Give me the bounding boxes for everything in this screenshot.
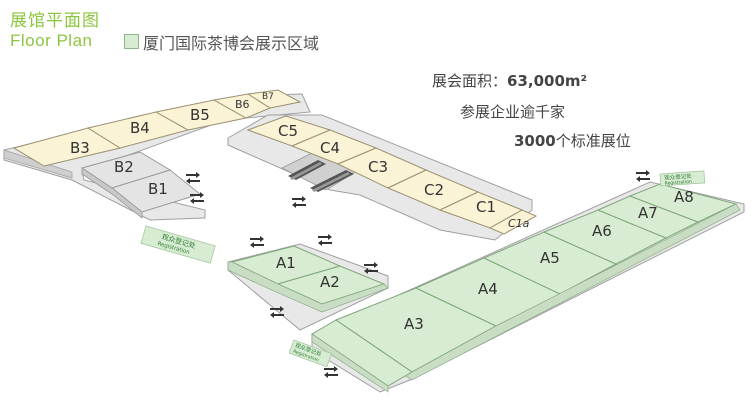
entrance-arrow-a8 (636, 170, 650, 182)
stat-booths: 3000个标准展位 (514, 130, 631, 151)
hall-c2-label: C2 (424, 181, 444, 199)
hall-c4-label: C4 (320, 139, 340, 157)
hall-c3-label: C3 (368, 158, 388, 176)
hall-b2-label: B2 (114, 158, 134, 176)
entrance-arrow-c (292, 196, 306, 208)
hall-b3-label: B3 (70, 139, 90, 157)
stat-booths-number: 3000 (514, 132, 556, 150)
hall-a2-label: A2 (320, 273, 340, 291)
hall-b-block-side (81, 167, 143, 219)
hall-b1-label: B1 (148, 180, 168, 198)
page-title-en: Floor Plan (10, 31, 93, 50)
hall-a7-label: A7 (638, 204, 658, 222)
entrance-arrow-ramp (324, 366, 338, 378)
hall-c5-label: C5 (278, 122, 298, 140)
escalator-left (288, 160, 326, 180)
registration-right-cn: 观众登记处 (664, 172, 692, 182)
stat-area-label: 展会面积： (432, 72, 508, 90)
escalator-right (310, 170, 354, 192)
page-title-cn: 展馆平面图 (10, 11, 100, 31)
hall-a4-label: A4 (478, 280, 498, 298)
registration-sign-left: 观众登记处 Registration (140, 225, 216, 264)
registration-sign-right: 观众登记处 Registration (659, 170, 706, 187)
hall-b7-label: B7 (262, 92, 274, 102)
hall-b6-label: B6 (235, 98, 250, 111)
hall-b4-label: B4 (130, 119, 150, 137)
hall-b5-label: B5 (190, 106, 210, 124)
stat-exhibitors: 参展企业逾千家 (460, 103, 566, 121)
hall-c1a-shape (488, 209, 538, 235)
hall-b7-shape (246, 89, 302, 109)
hall-c1-label: C1 (476, 198, 496, 216)
stat-booths-suffix: 个标准展位 (555, 132, 631, 150)
hall-a3-label: A3 (404, 315, 424, 333)
hall-a5-label: A5 (540, 249, 560, 267)
hall-a-block-side (227, 261, 389, 313)
entrance-arrow-a1-left (250, 236, 264, 248)
legend-swatch (124, 34, 139, 49)
entrance-arrow-a1-top (318, 234, 332, 246)
hall-a8-label: A8 (674, 188, 694, 206)
hall-a1-label: A1 (276, 254, 296, 272)
stat-area: 展会面积：63,000m² (432, 70, 587, 91)
entrance-arrow-b1-top (186, 172, 200, 184)
registration-right-en: Registration (664, 179, 692, 187)
hall-c1a-label: C1a (508, 217, 530, 230)
entrance-ramp-side (311, 333, 389, 393)
legend-label: 厦门国际茶博会展示区域 (143, 34, 320, 53)
stat-area-value: 63,000m² (507, 72, 588, 90)
hall-a6-label: A6 (592, 222, 612, 240)
